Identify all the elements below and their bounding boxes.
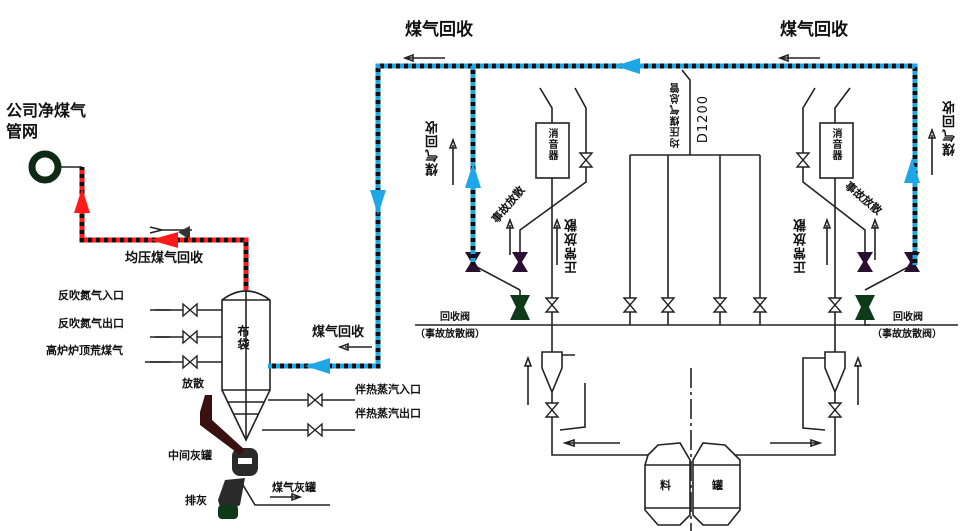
equalizing-arrows	[74, 188, 178, 248]
label-header-size: D1200	[696, 95, 711, 144]
butterfly-valves	[178, 226, 920, 320]
label-emergency-valve-left: （事故放散阀）	[415, 329, 485, 340]
label-silencer-left: 消音器	[546, 128, 557, 161]
recovery-line	[268, 63, 918, 369]
label-hopper-left: 料	[660, 479, 671, 492]
label-header-name: 均压煤气总管	[671, 82, 682, 148]
label-gas-recovery-top-right: 煤气回收	[780, 20, 848, 40]
label-discharge: 排灰	[185, 494, 207, 507]
label-gas-ash-tank: 煤气灰罐	[272, 481, 316, 494]
label-vent: 放散	[182, 377, 204, 390]
label-hopper-right: 罐	[712, 479, 723, 492]
label-recovery-valve-right: 回收阀	[893, 312, 923, 323]
label-steam-in: 伴热蒸汽入口	[355, 383, 421, 396]
label-gas-recovery-top-left: 煤气回收	[405, 20, 473, 40]
label-n2-out: 反吹氮气出口	[58, 317, 124, 330]
process-pipes	[60, 53, 958, 531]
label-silencer-right: 消音器	[830, 128, 841, 161]
ash-system	[200, 395, 258, 519]
label-raw-gas: 高炉炉顶荒煤气	[46, 344, 123, 357]
label-recovery-valve-left: 回收阀	[440, 312, 470, 323]
label-tank: 布袋	[236, 325, 250, 351]
label-mid-ash-tank: 中间灰罐	[168, 449, 212, 462]
label-normal-left: 正常放散	[565, 218, 580, 274]
label-emergency-valve-right: （事故放散阀）	[872, 329, 942, 340]
label-gas-recovery-left-branch: 煤气回收	[426, 120, 441, 176]
equalizing-line	[79, 167, 249, 290]
label-steam-out: 伴热蒸汽出口	[355, 407, 421, 420]
label-company-net: 公司净煤气管网	[6, 101, 87, 141]
label-equalizing-recovery: 均压煤气回收	[125, 251, 204, 266]
label-n2-in: 反吹氮气入口	[58, 289, 124, 302]
recovery-arrows	[305, 58, 920, 374]
company-gas-network-ring	[28, 150, 62, 184]
label-gas-recovery-right-branch: 煤气回收	[943, 100, 958, 156]
label-gas-recovery-mid: 煤气回收	[312, 325, 365, 340]
label-normal-right: 正常放散	[794, 218, 809, 274]
